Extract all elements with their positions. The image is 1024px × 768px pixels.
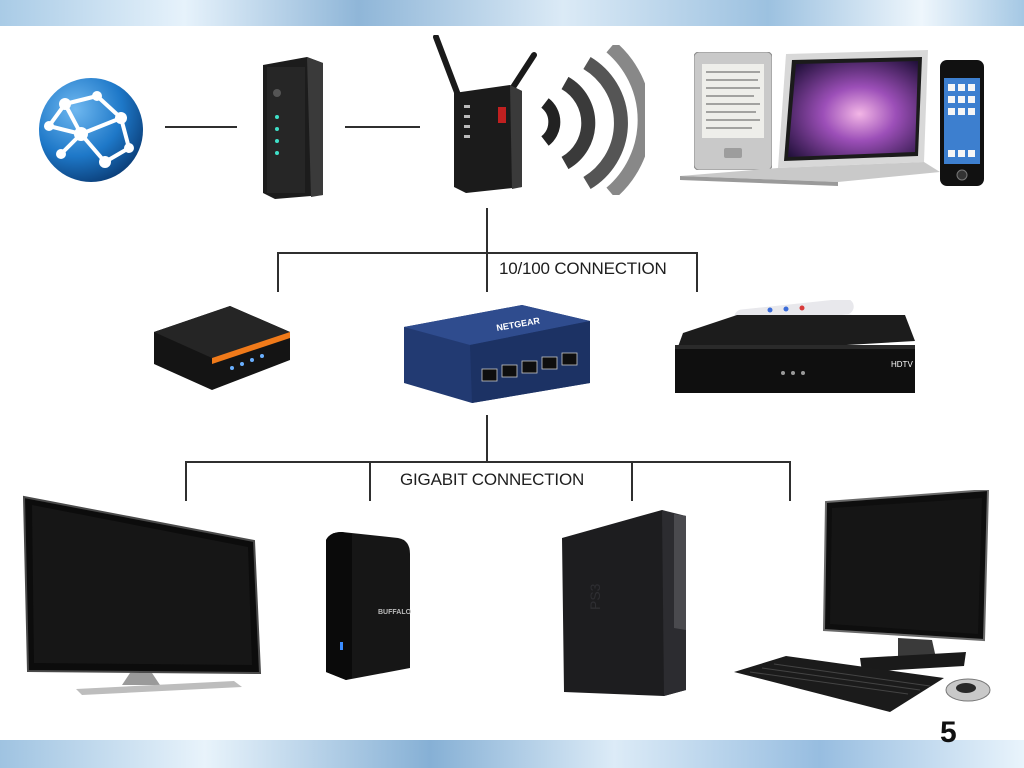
wireless-router-icon xyxy=(428,35,543,195)
voip-adapter-icon xyxy=(150,302,295,394)
wire-modem-router xyxy=(345,126,420,128)
game-console-icon: PS3 xyxy=(560,510,695,698)
nas-brand-text: BUFFALO xyxy=(378,609,412,616)
wire-tier3-drop-1 xyxy=(185,461,187,501)
wire-tier2-center-drop xyxy=(486,252,488,292)
wire-tier3-drop-4 xyxy=(789,461,791,501)
network-switch-icon: NETGEAR xyxy=(402,305,592,405)
bottom-decor-band xyxy=(0,740,1024,768)
flat-tv-icon xyxy=(22,495,264,697)
wire-tier2-right-drop xyxy=(696,252,698,292)
wire-globe-modem xyxy=(165,126,237,128)
wire-tier2-left-drop xyxy=(277,252,279,292)
wire-router-down xyxy=(486,208,488,253)
wire-switch-down xyxy=(486,415,488,462)
desktop-computer-icon xyxy=(730,490,992,722)
modem-icon xyxy=(255,55,327,200)
page-number: 5 xyxy=(940,716,957,749)
wire-tier3-bus xyxy=(185,461,790,463)
laptop-icon xyxy=(678,50,940,186)
top-decor-band xyxy=(0,0,1024,26)
label-10-100-connection: 10/100 CONNECTION xyxy=(499,259,667,278)
ereader-icon xyxy=(694,52,772,170)
label-gigabit-connection: GIGABIT CONNECTION xyxy=(400,470,585,489)
smartphone-icon xyxy=(940,60,984,186)
wire-tier3-drop-3 xyxy=(631,461,633,501)
wire-tier3-drop-2 xyxy=(369,461,371,501)
nas-drive-icon: BUFFALO xyxy=(322,530,414,682)
globe-icon xyxy=(35,74,147,186)
dvr-badge-text: HDTV xyxy=(891,360,913,369)
console-logo-text: PS3 xyxy=(587,583,603,610)
dvr-icon: HDTV xyxy=(673,315,915,395)
wifi-signal-icon xyxy=(535,45,645,195)
